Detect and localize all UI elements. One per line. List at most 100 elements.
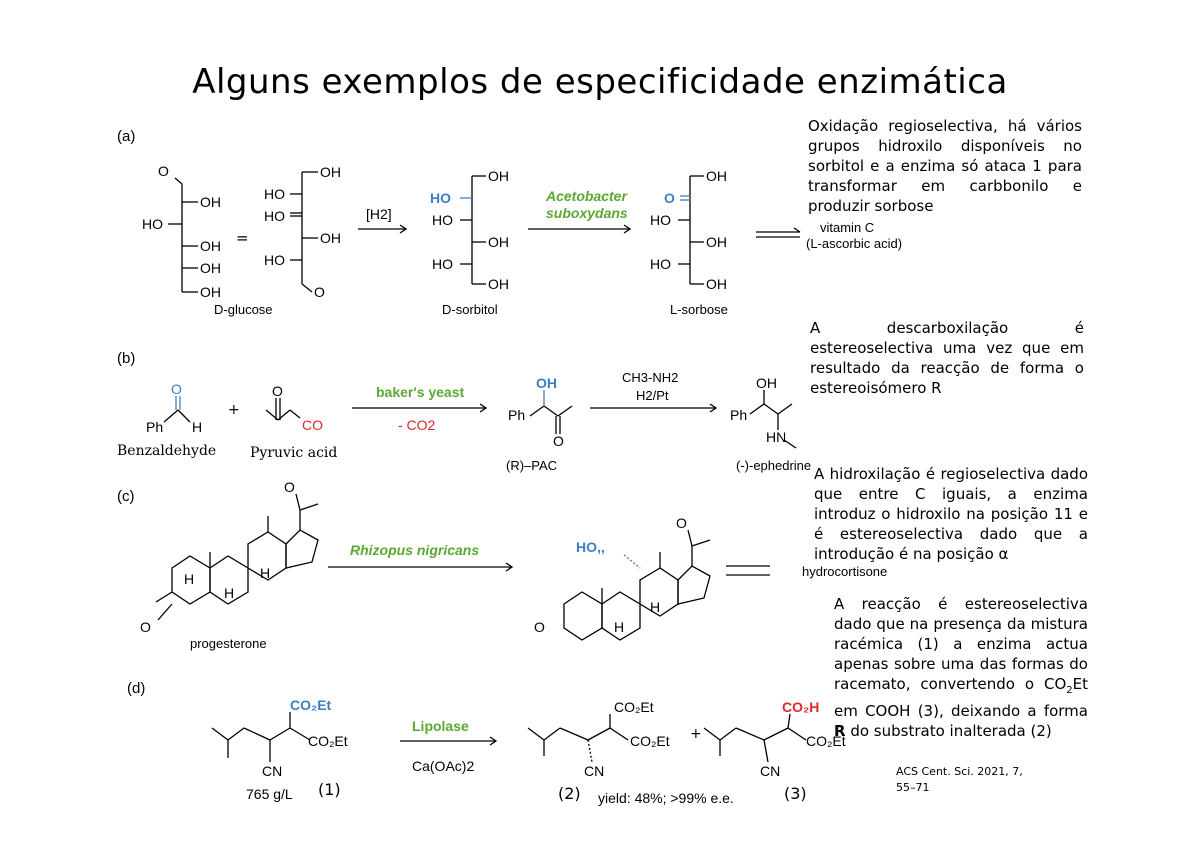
svg-text:HN: HN — [766, 429, 786, 445]
methylamine-reagent: CH3-NH2 — [622, 370, 679, 385]
slide-title: Alguns exemplos de especificidade enzimá… — [192, 62, 1008, 102]
svg-text:CO₂Et: CO₂Et — [614, 699, 654, 715]
svg-text:CO₂Et: CO₂Et — [290, 697, 332, 713]
reference-citation: ACS Cent. Sci. 2021, 7, 55–71 — [896, 764, 1023, 796]
svg-text:HO: HO — [264, 252, 285, 268]
note-d-part-2: Et em COOH (3), deixando a forma — [834, 675, 1088, 720]
svg-text:HO: HO — [432, 212, 453, 228]
svg-text:CO₂Et: CO₂Et — [308, 733, 348, 749]
svg-text:CO₂H: CO₂H — [782, 699, 819, 715]
reference-line-2: 55–71 — [896, 781, 930, 794]
svg-text:H: H — [614, 619, 624, 635]
equals-sign: = — [236, 229, 249, 247]
svg-text:HO: HO — [430, 190, 451, 206]
svg-text:CN: CN — [262, 763, 282, 779]
note-hydroxylation: A hidroxilação é regioselectiva dado que… — [814, 465, 1088, 563]
svg-text:O: O — [676, 515, 687, 531]
note-decarboxylation: A descarboxilação é estereoselectiva uma… — [810, 319, 1084, 397]
plus-sign-b: + — [228, 402, 240, 418]
svg-text:Ph: Ph — [730, 407, 747, 423]
svg-text:Ph: Ph — [508, 407, 525, 423]
ascorbic-acid-label: (L-ascorbic acid) — [806, 236, 903, 251]
compound-2-label: (2) — [558, 784, 581, 803]
compound-3-label: (3) — [784, 784, 807, 803]
plus-sign-d: + — [690, 726, 702, 742]
panel-label-b: (b) — [117, 350, 136, 367]
glucose-label: D-glucose — [214, 302, 273, 317]
svg-text:H: H — [650, 599, 660, 615]
sorbose-label: L-sorbose — [670, 302, 728, 317]
svg-text:OH: OH — [488, 276, 509, 292]
svg-text:O: O — [534, 619, 545, 635]
progesterone-label: progesterone — [190, 636, 267, 651]
h2-reagent: [H2] — [366, 206, 392, 222]
benzaldehyde-label: Benzaldehyde — [117, 443, 217, 459]
pac-label: (R)–PAC — [506, 458, 558, 473]
vitamin-c-label: vitamin C — [820, 220, 875, 235]
svg-text:HO: HO — [650, 256, 671, 272]
hydrogen-pt-reagent: H2/Pt — [636, 388, 669, 403]
panel-label-d: (d) — [127, 680, 146, 697]
reference-line-1: ACS Cent. Sci. 2021, 7, — [896, 765, 1023, 778]
note-d-part-1: A reacção é estereoselectiva dado que na… — [834, 595, 1088, 693]
svg-text:O: O — [140, 619, 151, 635]
acetobacter-label-2: suboxydans — [546, 205, 628, 221]
svg-text:CN: CN — [760, 763, 780, 779]
note-stereoselective-lipolase: A reacção é estereoselectiva dado que na… — [834, 595, 1088, 740]
note-d-part-3: do substrato inalterada (2) — [845, 722, 1052, 740]
svg-text:OH: OH — [536, 375, 557, 391]
svg-text:O: O — [314, 284, 325, 300]
ephedrine-label: (-)-ephedrine — [736, 458, 812, 473]
acetobacter-label-1: Acetobacter — [546, 188, 627, 204]
bakers-yeast-label: baker's yeast — [376, 384, 465, 400]
svg-text:H: H — [260, 565, 270, 581]
svg-text:CO₂Et: CO₂Et — [806, 733, 846, 749]
hydrocortisone-label: hydrocortisone — [802, 564, 888, 579]
svg-text:HO: HO — [142, 216, 163, 232]
co2-loss-label: - CO2 — [398, 417, 436, 433]
svg-text:OH: OH — [488, 168, 509, 184]
svg-text:CN: CN — [584, 763, 604, 779]
svg-text:OH: OH — [320, 164, 341, 180]
svg-text:O: O — [553, 433, 564, 449]
panel-label-a: (a) — [117, 128, 136, 145]
pyruvic-acid-label: Pyruvic acid — [250, 445, 338, 461]
svg-text:OH: OH — [200, 284, 221, 300]
svg-text:O: O — [664, 190, 675, 206]
svg-text:O: O — [284, 479, 295, 495]
lipolase-label: Lipolase — [412, 718, 469, 734]
svg-text:H: H — [224, 585, 234, 601]
svg-text:HO: HO — [432, 256, 453, 272]
svg-text:OH: OH — [488, 234, 509, 250]
svg-text:O: O — [171, 381, 182, 397]
svg-text:HO: HO — [264, 208, 285, 224]
svg-text:OH: OH — [706, 234, 727, 250]
svg-text:H: H — [184, 571, 194, 587]
svg-text:OH: OH — [756, 375, 777, 391]
svg-text:HO: HO — [650, 212, 671, 228]
svg-text:OH: OH — [200, 194, 221, 210]
svg-text:HO,,: HO,, — [576, 539, 605, 555]
panel-label-c: (c) — [117, 488, 135, 505]
svg-text:H: H — [192, 419, 202, 435]
svg-text:HO: HO — [264, 186, 285, 202]
svg-text:O: O — [272, 383, 283, 399]
svg-text:CO: CO — [302, 417, 323, 433]
svg-text:OH: OH — [200, 238, 221, 254]
svg-text:OH: OH — [200, 260, 221, 276]
sorbitol-label: D-sorbitol — [442, 302, 498, 317]
svg-text:CO₂Et: CO₂Et — [630, 733, 670, 749]
concentration-label: 765 g/L — [246, 786, 293, 802]
calcium-acetate-reagent: Ca(OAc)2 — [412, 758, 475, 774]
note-regioselective-oxidation: Oxidação regioselectiva, há vários grupo… — [808, 117, 1082, 215]
note-d-bold-r: R — [834, 722, 846, 740]
yield-label: yield: 48%; >99% e.e. — [598, 790, 734, 806]
svg-text:OH: OH — [706, 276, 727, 292]
rhizopus-label: Rhizopus nigricans — [350, 542, 480, 558]
svg-text:Ph: Ph — [146, 419, 163, 435]
svg-text:O: O — [158, 163, 169, 179]
svg-text:OH: OH — [706, 168, 727, 184]
compound-1-label: (1) — [318, 780, 341, 799]
svg-text:OH: OH — [320, 230, 341, 246]
